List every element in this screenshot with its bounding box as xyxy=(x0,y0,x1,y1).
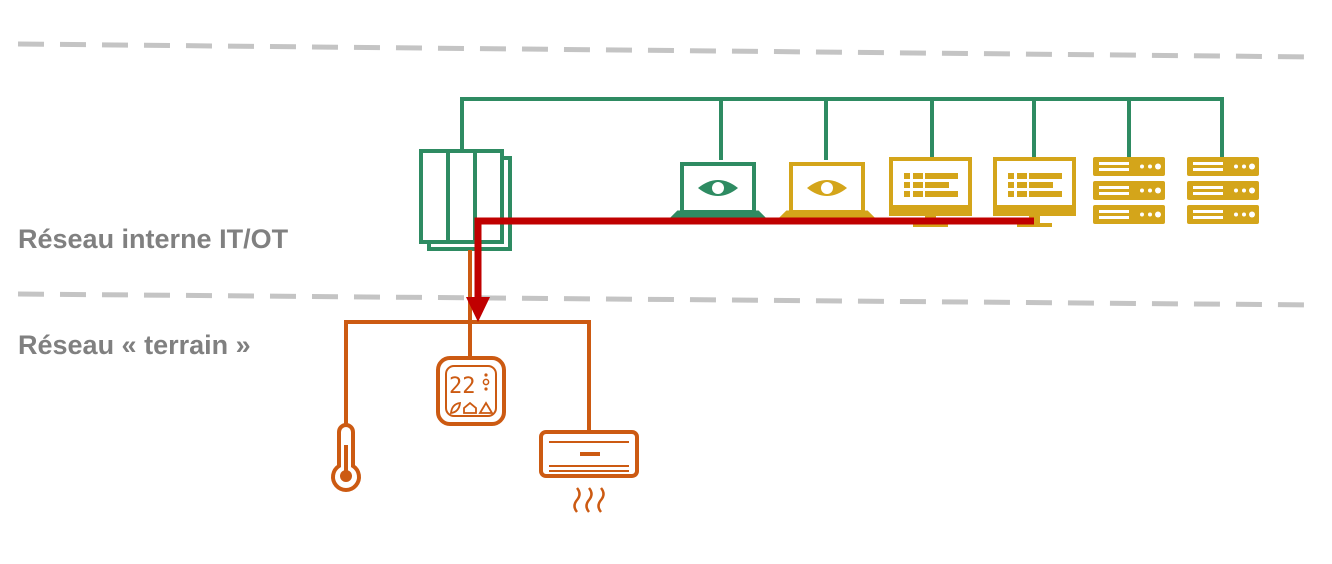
server-rack-icon xyxy=(1187,157,1259,224)
attack-path xyxy=(466,217,1034,322)
attack-path-line xyxy=(474,217,1034,300)
eye-laptop-icon xyxy=(779,162,875,218)
boundary-top xyxy=(17,41,1319,60)
thermostat-icon: 22 xyxy=(436,356,506,426)
gateway-icon xyxy=(419,149,512,251)
monitor-icon xyxy=(993,157,1076,227)
zone-label-internal-network: Réseau interne IT/OT xyxy=(18,224,289,254)
thermostat-display: 22 xyxy=(449,374,476,399)
server-rack-icon xyxy=(1093,157,1165,224)
it-bus-main xyxy=(460,97,1224,158)
zone-label-field-network: Réseau « terrain » xyxy=(18,330,251,360)
monitor-icon xyxy=(889,157,972,227)
it-bus xyxy=(460,97,1224,160)
field-bus-main xyxy=(344,320,591,432)
zone-boundaries xyxy=(17,41,1319,308)
thermometer-icon xyxy=(331,423,361,492)
eye-laptop-icon xyxy=(670,162,766,218)
air-conditioner-icon xyxy=(539,430,639,513)
attack-path-arrowhead xyxy=(466,297,490,322)
boundary-middle xyxy=(17,291,1319,308)
field-bus xyxy=(344,250,591,432)
